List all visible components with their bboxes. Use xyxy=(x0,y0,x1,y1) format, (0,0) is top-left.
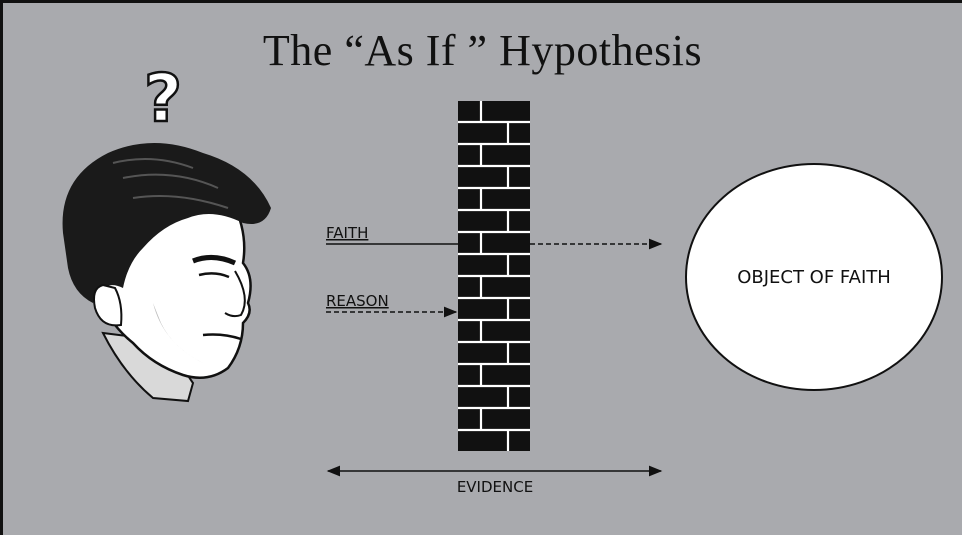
object-of-faith-label: OBJECT OF FAITH xyxy=(737,267,891,288)
faith-label: FAITH xyxy=(326,224,368,242)
brick-wall xyxy=(458,101,530,451)
diagram-title: The “As If ” Hypothesis xyxy=(262,26,703,75)
object-of-faith-circle xyxy=(685,163,943,391)
question-mark: ? xyxy=(144,60,182,137)
thinking-head-icon xyxy=(62,143,271,403)
evidence-label: EVIDENCE xyxy=(457,478,533,496)
diagram-svg: ? xyxy=(62,59,943,496)
reason-label: REASON xyxy=(326,292,389,310)
